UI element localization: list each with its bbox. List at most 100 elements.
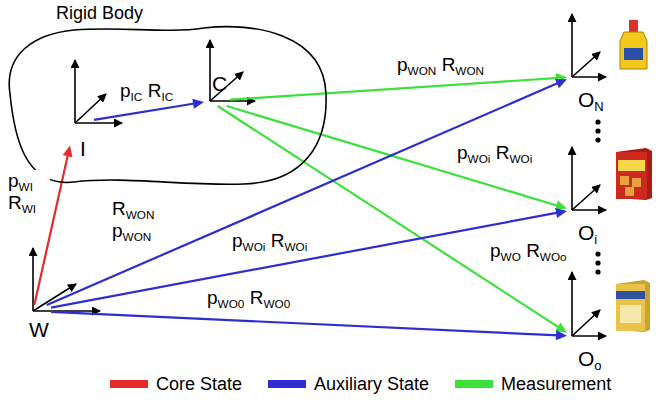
ellipsis-dots bbox=[595, 119, 600, 274]
legend-text: Measurement bbox=[501, 374, 611, 395]
edge-label: pWO0 RWO0 bbox=[205, 287, 292, 309]
box-side bbox=[616, 148, 652, 200]
dot bbox=[595, 269, 600, 274]
subscript: WI bbox=[22, 202, 36, 215]
axis-arrow bbox=[571, 272, 573, 336]
arrowhead bbox=[192, 99, 204, 109]
arrowhead bbox=[556, 330, 567, 340]
subscript: WO bbox=[501, 250, 521, 263]
edge-label: pWOi RWOi bbox=[455, 142, 534, 164]
subscript: i bbox=[594, 232, 597, 247]
frame-label: ON bbox=[578, 88, 604, 111]
subscript: WOo bbox=[540, 250, 567, 263]
coordinate-frame: Oi bbox=[567, 205, 601, 247]
subscript: o bbox=[594, 358, 601, 373]
subscript: WON bbox=[408, 64, 437, 77]
axis-arrow bbox=[571, 14, 573, 77]
axis-arrow bbox=[572, 209, 606, 211]
legend-text: Core State bbox=[156, 374, 242, 395]
axis-arrow bbox=[572, 52, 600, 77]
axis-arrow bbox=[572, 310, 600, 336]
connector-line bbox=[227, 106, 560, 206]
frame-label: C bbox=[212, 72, 227, 95]
arrowhead bbox=[555, 79, 567, 88]
edge-label: pWO RWOo bbox=[488, 240, 569, 262]
box-side bbox=[616, 280, 650, 332]
connector bbox=[94, 99, 204, 120]
axis-arrow bbox=[571, 147, 573, 210]
body-outline-path bbox=[9, 27, 326, 185]
cracker-box bbox=[616, 148, 652, 200]
body-label: Rigid Body bbox=[56, 4, 143, 24]
connector bbox=[218, 106, 567, 333]
subscript: WO0 bbox=[218, 297, 245, 310]
coordinate-frame: C bbox=[204, 70, 230, 106]
axis-arrow bbox=[75, 122, 122, 124]
frame-label: Oo bbox=[578, 347, 602, 370]
edge-label: pWOi RWOi bbox=[230, 230, 309, 252]
connector bbox=[51, 312, 567, 340]
connector bbox=[227, 106, 567, 210]
subscript: WI bbox=[19, 180, 33, 193]
box-band bbox=[616, 291, 645, 299]
arrowhead bbox=[555, 208, 567, 218]
axis-arrow bbox=[74, 60, 76, 123]
cracker bbox=[620, 176, 629, 185]
subscript: WON bbox=[126, 208, 155, 221]
dot bbox=[595, 251, 600, 256]
arrowhead bbox=[63, 145, 73, 157]
dot bbox=[595, 137, 600, 142]
subscript: WOi bbox=[468, 152, 491, 165]
dot bbox=[595, 260, 600, 265]
connector-line bbox=[94, 103, 196, 120]
dot bbox=[595, 128, 600, 133]
edge-label: pWI RWI bbox=[6, 170, 50, 214]
legend-swatch bbox=[110, 380, 148, 388]
subscript: IC bbox=[161, 90, 173, 103]
axis-arrow bbox=[572, 335, 606, 337]
edge-label: RWON pWON bbox=[110, 198, 172, 242]
coordinate-frame: ON bbox=[567, 72, 607, 114]
subscript: WO0 bbox=[263, 297, 290, 310]
frame-label: Oi bbox=[578, 221, 597, 244]
bottle-label bbox=[624, 48, 643, 60]
subscript: WOi bbox=[243, 240, 266, 253]
legend: Core State Auxiliary State Measurement bbox=[110, 372, 637, 396]
subscript: IC bbox=[131, 90, 143, 103]
edge-label: pWON RWON bbox=[395, 54, 486, 76]
connector-line bbox=[47, 82, 560, 305]
cracker bbox=[625, 187, 634, 196]
axis-arrow bbox=[210, 72, 243, 101]
gelatin-box bbox=[616, 280, 650, 332]
box-front bbox=[616, 152, 647, 199]
subscript: WOi bbox=[509, 152, 532, 165]
box-front bbox=[616, 284, 645, 331]
coordinate-frame: Oo bbox=[567, 331, 604, 373]
cracker bbox=[632, 178, 641, 187]
box-panel bbox=[620, 305, 641, 323]
subscript: N bbox=[594, 99, 603, 114]
coordinate-frame: I bbox=[70, 118, 94, 163]
bottle-body bbox=[620, 32, 647, 69]
legend-text: Auxiliary State bbox=[314, 374, 429, 395]
mustard-bottle bbox=[620, 20, 647, 69]
box-band bbox=[618, 160, 645, 171]
frame-label: W bbox=[29, 318, 49, 341]
bottle-cap bbox=[629, 20, 638, 32]
subscript: WOi bbox=[284, 240, 307, 253]
connector bbox=[47, 79, 567, 305]
subscript: WON bbox=[455, 64, 484, 77]
axis-arrow bbox=[572, 76, 606, 78]
connector-line bbox=[230, 78, 559, 100]
legend-swatch bbox=[455, 380, 493, 388]
axis-arrow bbox=[32, 248, 34, 311]
legend-swatch bbox=[268, 380, 306, 388]
connector-line bbox=[51, 312, 559, 336]
frame-label: I bbox=[80, 137, 86, 160]
dot bbox=[595, 119, 600, 124]
connector bbox=[230, 73, 567, 100]
coordinate-frame: W bbox=[27, 305, 51, 344]
